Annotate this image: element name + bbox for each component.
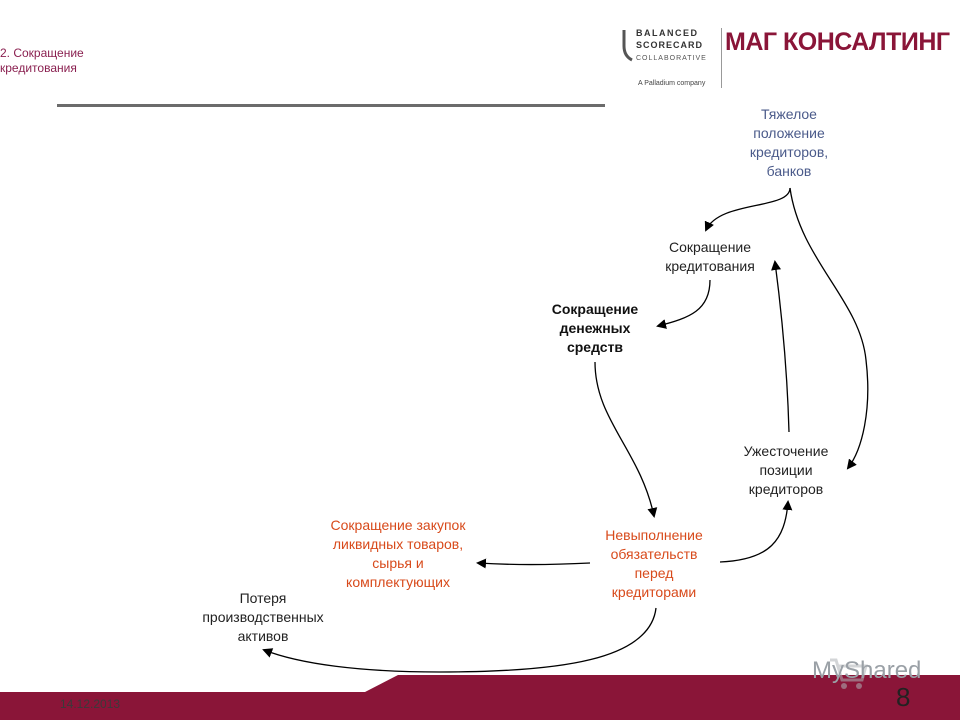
- arrow-cash-cut-to-default: [594, 361, 658, 518]
- header-divider: [57, 104, 605, 107]
- logo-separator: [721, 28, 722, 88]
- arrow-creditors-to-credit-cut: [704, 187, 791, 232]
- arrow-default-to-purchase-cut: [476, 558, 591, 569]
- node-obligation-default: Невыполнение обязательств перед кредитор…: [605, 527, 703, 600]
- node-creditors-hard-position: Тяжелое положение кредиторов, банков: [749, 106, 829, 179]
- balanced-scorecard-logo: BALANCED SCORECARD COLLABORATIVE: [618, 24, 718, 94]
- page-number: 8: [896, 682, 911, 712]
- node-purchase-reduction: Сокращение закупок ликвидных товаров, сы…: [330, 517, 466, 590]
- slide-title: 2. Сокращение кредитования: [0, 46, 84, 75]
- brand-logo: МАГ КОНСАЛТИНГ: [725, 28, 950, 56]
- bsc-tagline: A Palladium company: [638, 80, 706, 87]
- node-credit-reduction: Сокращение кредитования: [665, 239, 755, 274]
- cart-icon: [830, 658, 868, 689]
- node-cash-reduction: Сокращение денежных средств: [551, 301, 639, 355]
- arrow-creditors-to-tightening: [789, 187, 869, 470]
- arrow-tightening-to-credit-cut: [771, 260, 790, 433]
- arrow-credit-cut-to-cash-cut: [656, 279, 711, 329]
- arrow-default-to-tightening: [719, 500, 793, 563]
- bsc-line2: SCORECARD: [636, 40, 703, 50]
- bsc-line1: BALANCED: [636, 28, 699, 38]
- node-creditor-tightening: Ужесточение позиции кредиторов: [743, 443, 829, 497]
- watermark-text: MyShared: [812, 657, 922, 684]
- arrow-default-to-asset-loss: [262, 607, 657, 673]
- bsc-line3: COLLABORATIVE: [636, 55, 707, 62]
- footer-date: 14.12.2013: [60, 697, 121, 711]
- footer-band: [0, 675, 960, 720]
- node-asset-loss: Потеря производственных активов: [202, 590, 324, 644]
